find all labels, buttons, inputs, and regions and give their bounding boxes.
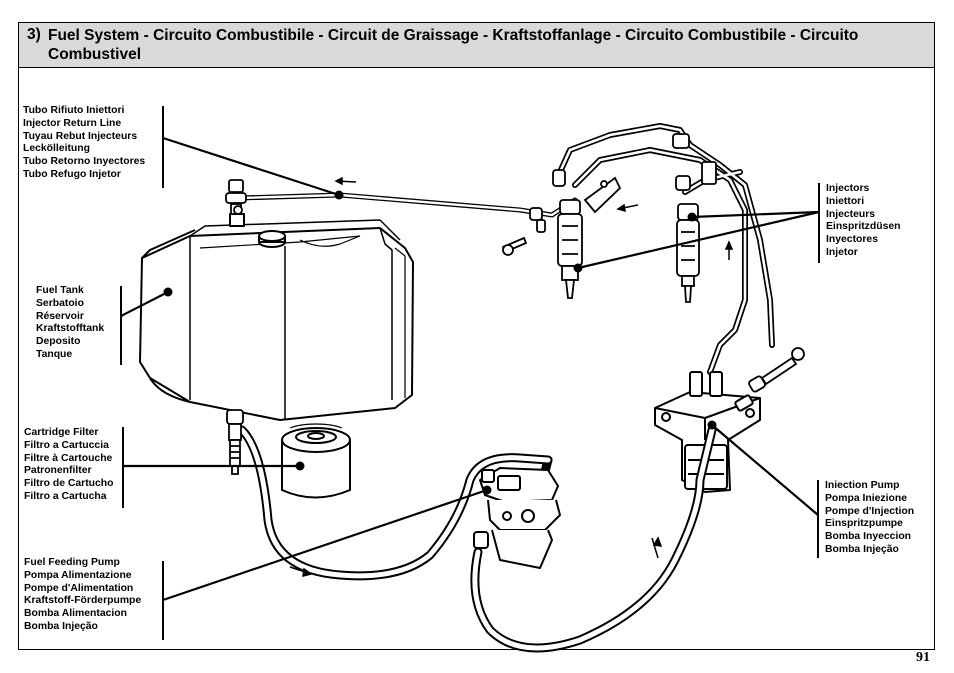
injection-lines-inner xyxy=(558,124,774,374)
pointer-lines xyxy=(120,136,820,602)
cartridge-filter-drawing xyxy=(281,423,351,499)
label-line: Filtro a Cartucha xyxy=(24,490,107,502)
label-line: Leckölleitung xyxy=(23,143,90,155)
label-line: Réservoir xyxy=(36,310,84,322)
label-injection-pump: Iniection Pump Pompa Iniezione Pompe d'I… xyxy=(825,480,914,557)
label-line: Filtro a Cartuccia xyxy=(24,439,109,451)
label-line: Cartridge Filter xyxy=(24,427,99,438)
injection-pump-pointer xyxy=(711,424,819,516)
label-line: Tubo Refugo Injetor xyxy=(23,168,121,180)
flow-arrows xyxy=(289,176,734,577)
fuel-tank-drawing xyxy=(139,213,414,421)
injectors-drawing xyxy=(557,199,700,303)
label-line: Patronenfilter xyxy=(24,465,92,477)
label-line: Tanque xyxy=(36,348,73,360)
injectors-pointer-2 xyxy=(577,210,820,270)
label-line: Fuel Tank xyxy=(36,285,84,296)
label-line: Pompe d'Injection xyxy=(825,505,915,517)
section-title: Fuel System - Circuito Combustibile - Ci… xyxy=(48,27,859,63)
fuel-tank-pointer xyxy=(120,291,169,317)
label-line: Pompa Iniezione xyxy=(825,492,907,504)
fuel-hoses-inner xyxy=(239,427,715,651)
label-line: Kraftstofftank xyxy=(36,323,105,335)
label-line: Kraftstoff-Förderpumpe xyxy=(24,595,142,607)
injectors-pointer-1 xyxy=(691,210,820,219)
label-line: Deposito xyxy=(36,336,81,348)
label-line: Fuel Feeding Pump xyxy=(24,557,120,568)
label-return-line: Tubo Rifiuto Iniettori Injector Return L… xyxy=(23,105,145,182)
label-line: Iniettori xyxy=(826,195,865,207)
return-line-pointer xyxy=(162,136,340,197)
label-line: Serbatoio xyxy=(36,297,84,309)
label-line: Bomba Injeção xyxy=(825,543,899,555)
label-line: Bomba Alimentacion xyxy=(24,608,127,620)
label-line: Tuyau Rebut Injecteurs xyxy=(23,130,138,142)
tank-outlet-fitting xyxy=(226,409,244,475)
label-line: Filtro de Cartucho xyxy=(24,478,114,490)
label-line: Injecteurs xyxy=(826,208,876,220)
label-line: Inyectores xyxy=(826,234,878,246)
return-line-pipe xyxy=(237,192,578,218)
bolts-right xyxy=(748,347,805,393)
label-fuel-tank: Fuel Tank Serbatoio Réservoir Kraftstoff… xyxy=(36,285,104,362)
label-injectors: Injectors Iniettori Injecteurs Einspritz… xyxy=(826,183,900,260)
label-line: Pompa Alimentazione xyxy=(24,569,132,581)
label-line: Injetor xyxy=(826,246,858,258)
injection-lines xyxy=(557,123,775,375)
label-line: Tubo Rifiuto Iniettori xyxy=(23,105,125,116)
label-line: Einspritzpumpe xyxy=(825,518,903,530)
label-feeding-pump: Fuel Feeding Pump Pompa Alimentazione Po… xyxy=(24,557,141,634)
label-line: Einspritzdüsen xyxy=(826,221,901,233)
label-line: Filtre à Cartouche xyxy=(24,452,113,464)
page-number: 91 xyxy=(916,650,930,665)
feeding-pump-pointer xyxy=(162,488,488,602)
label-line: Tubo Retorno Inyectores xyxy=(23,156,146,168)
feeding-pump-drawing xyxy=(473,467,561,569)
pointer-dots xyxy=(163,190,717,495)
label-bars xyxy=(120,106,820,640)
label-line: Injectors xyxy=(826,183,870,194)
label-line: Iniection Pump xyxy=(825,480,900,491)
label-line: Bomba Inyeccion xyxy=(825,531,912,543)
label-line: Injector Return Line xyxy=(23,117,122,129)
bolt-left xyxy=(501,236,528,256)
label-cartridge-filter: Cartridge Filter Filtro a Cartuccia Filt… xyxy=(24,427,113,504)
label-line: Pompe d'Alimentation xyxy=(24,582,134,594)
pipe-fittings xyxy=(529,133,717,233)
return-fitting xyxy=(225,179,247,215)
label-line: Bomba Injeção xyxy=(24,620,98,632)
section-number: 3) xyxy=(27,26,41,43)
section-header: 3) Fuel System - Circuito Combustibile -… xyxy=(18,22,935,68)
